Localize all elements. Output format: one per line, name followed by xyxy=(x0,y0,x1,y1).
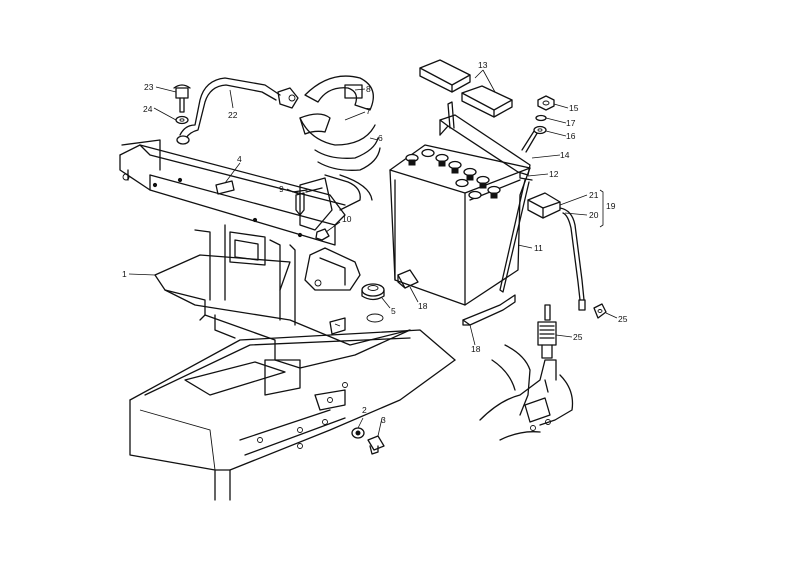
callout-9: 9 xyxy=(279,184,284,194)
callout-5: 5 xyxy=(391,306,396,316)
bolt-3 xyxy=(367,435,385,455)
callout-7: 7 xyxy=(366,106,371,116)
callout-17: 17 xyxy=(566,118,576,128)
engine-housing-fragment xyxy=(479,344,574,441)
cap-nut-5 xyxy=(361,283,385,323)
hold-down-top-bar-12 xyxy=(439,114,533,181)
callout-4: 4 xyxy=(237,154,242,164)
ground-cable-22 xyxy=(176,77,299,145)
bottom-holder-18a xyxy=(397,269,419,289)
callout-11: 11 xyxy=(534,243,543,253)
battery-clamp-band-upper xyxy=(299,75,376,146)
washer-24 xyxy=(175,115,189,125)
callout-labels: 1 2 3 4 5 6 7 8 9 10 11 12 13 14 15 16 1… xyxy=(122,60,628,425)
battery-support-frame xyxy=(154,224,411,369)
washer-17 xyxy=(535,114,547,122)
callout-1: 1 xyxy=(122,269,127,279)
callout-25-switch: 25 xyxy=(573,332,583,342)
tractor-frame-housing xyxy=(129,329,456,501)
terminal-cover-pads-13 xyxy=(419,59,513,118)
callout-10: 10 xyxy=(342,214,352,224)
callout-3: 3 xyxy=(381,415,386,425)
callout-leader-lines xyxy=(128,69,618,437)
nut-10 xyxy=(315,228,330,241)
battery-terminal-caps xyxy=(405,148,501,200)
callout-19: 19 xyxy=(606,201,616,211)
callout-21: 21 xyxy=(589,190,599,200)
callout-15: 15 xyxy=(569,103,579,113)
starter-switch-cable-19 xyxy=(527,192,586,311)
callout-13: 13 xyxy=(478,60,488,70)
callout-24: 24 xyxy=(143,104,153,114)
callout-16: 16 xyxy=(566,131,576,141)
callout-18-lower: 18 xyxy=(471,344,481,354)
cross-bracket xyxy=(119,139,361,291)
bolt-9 xyxy=(292,189,308,216)
callout-22: 22 xyxy=(228,110,238,120)
battery-clamp-band-lower xyxy=(299,137,381,231)
washer-16 xyxy=(533,125,547,135)
callout-2: 2 xyxy=(362,405,367,415)
bolt-23 xyxy=(173,84,191,113)
callout-8: 8 xyxy=(366,84,371,94)
callout-18-upper: 18 xyxy=(418,301,428,311)
callout-25-terminal: 25 xyxy=(618,314,628,324)
callout-20: 20 xyxy=(589,210,599,220)
washer-2 xyxy=(351,427,365,439)
callout-14: 14 xyxy=(560,150,570,160)
callout-12: 12 xyxy=(549,169,559,179)
callout-23: 23 xyxy=(144,82,154,92)
terminal-nut-26 xyxy=(593,303,607,319)
nut-15 xyxy=(537,95,555,111)
callout-6: 6 xyxy=(378,133,383,143)
safety-switch-25 xyxy=(537,304,557,359)
battery-11 xyxy=(389,144,531,306)
